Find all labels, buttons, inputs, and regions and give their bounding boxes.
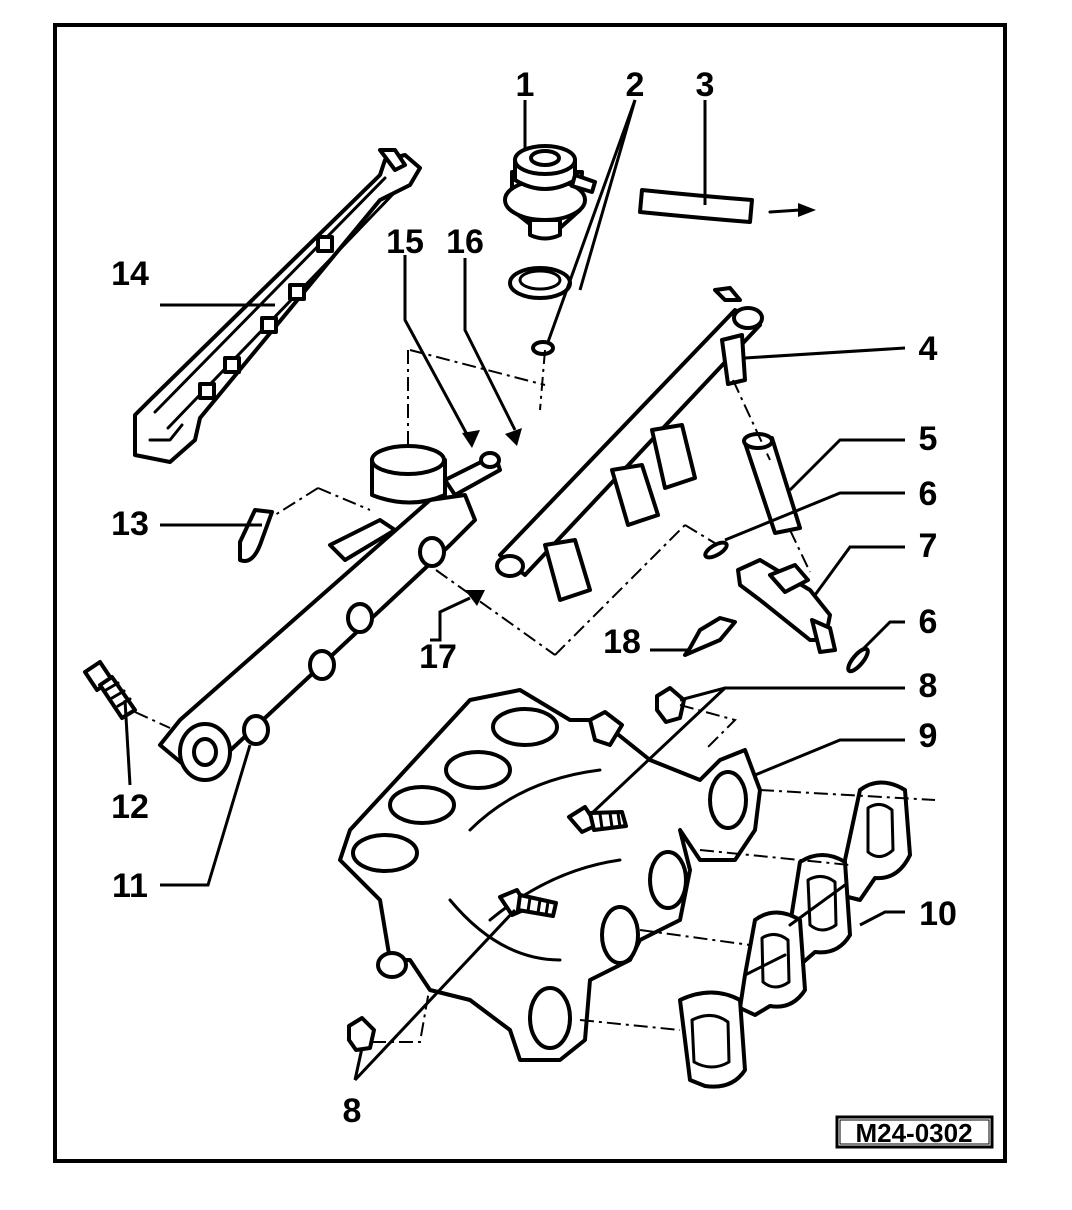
part-6-injector-o-rings — [703, 540, 870, 674]
part-13-clip — [238, 508, 274, 563]
diagram-frame — [53, 23, 1007, 1163]
callout-15: 15 — [386, 223, 424, 261]
part-15-16-17-fuel-distributor — [158, 444, 502, 782]
callout-10: 10 — [919, 895, 957, 933]
callout-4: 4 — [919, 330, 938, 368]
part-18-clip — [683, 616, 737, 657]
drawing-code: M24-0302 — [855, 1118, 972, 1148]
part-5-sleeve — [742, 432, 802, 535]
callout-13: 13 — [111, 505, 149, 543]
part-14-rail-cover — [133, 148, 422, 464]
callout-12: 12 — [111, 788, 149, 826]
callout-6b: 6 — [919, 603, 938, 641]
callout-7: 7 — [919, 527, 938, 565]
part-1-pressure-regulator — [503, 144, 597, 241]
part-12-bolt — [83, 660, 137, 720]
part-9-intake-manifold — [338, 688, 762, 1062]
callout-3: 3 — [696, 66, 715, 104]
part-4-fuel-rail — [495, 286, 764, 602]
callout-8a: 8 — [919, 667, 938, 705]
callout-8b: 8 — [343, 1092, 362, 1130]
leader-lines — [123, 99, 906, 1082]
callout-16: 16 — [446, 223, 484, 261]
callout-17: 17 — [419, 638, 457, 676]
part-10-gaskets — [678, 780, 912, 1089]
callout-labels: 1 2 3 14 15 16 4 5 6 7 6 13 17 18 8 9 12… — [111, 66, 957, 1130]
callout-11: 11 — [112, 867, 148, 905]
callout-14: 14 — [111, 255, 149, 293]
callout-18: 18 — [603, 623, 641, 661]
assembly-lines — [134, 349, 936, 1043]
callout-2: 2 — [626, 66, 645, 104]
callout-9: 9 — [919, 717, 938, 755]
part-8-bolts-and-nuts — [347, 686, 686, 1052]
callout-5: 5 — [919, 420, 938, 458]
part-3-vacuum-hose — [638, 188, 816, 224]
drawing-code-box: M24-0302 — [835, 1115, 994, 1149]
callout-6a: 6 — [919, 475, 938, 513]
part-2-o-rings — [508, 266, 572, 356]
part-7-fuel-injector — [736, 558, 837, 654]
callout-1: 1 — [516, 66, 535, 104]
